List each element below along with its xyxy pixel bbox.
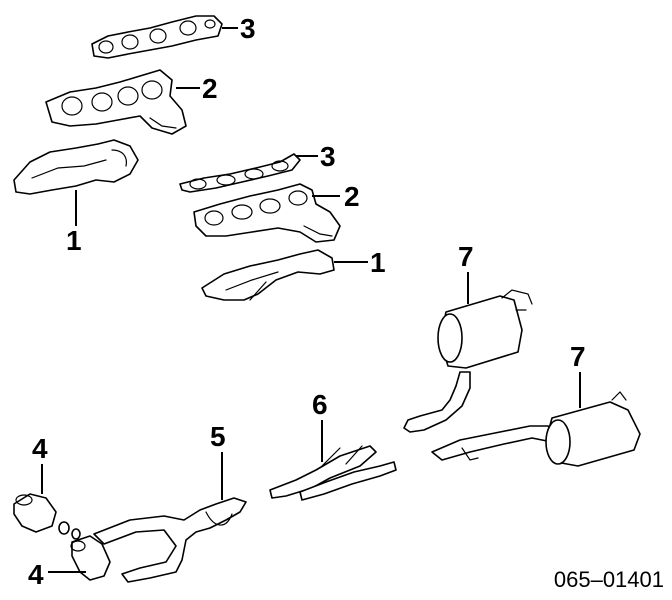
callout-4-lower: 4 bbox=[28, 559, 44, 590]
upper-catalytic-converter bbox=[13, 493, 81, 540]
callout-3-upper: 3 bbox=[240, 13, 256, 44]
upper-left-manifold-cover bbox=[45, 69, 187, 135]
right-gasket bbox=[179, 153, 301, 193]
center-pipe bbox=[269, 445, 397, 501]
callout-4-upper: 4 bbox=[32, 433, 48, 464]
rear-muffler bbox=[431, 391, 641, 467]
right-manifold bbox=[193, 183, 341, 243]
callout-7-rear: 7 bbox=[570, 341, 586, 372]
front-muffler bbox=[403, 289, 533, 433]
upper-left-gasket bbox=[91, 15, 223, 59]
callout-3-right: 3 bbox=[320, 141, 336, 172]
callout-1-upper: 1 bbox=[66, 225, 82, 256]
front-y-pipe bbox=[93, 497, 247, 583]
callout-7-front: 7 bbox=[458, 241, 474, 272]
callout-2-upper: 2 bbox=[202, 73, 218, 104]
callout-5: 5 bbox=[210, 421, 226, 452]
callout-6: 6 bbox=[312, 389, 328, 420]
callout-2-right: 2 bbox=[344, 181, 360, 212]
upper-left-manifold bbox=[13, 139, 139, 195]
diagram-number: 065–01401 bbox=[554, 567, 664, 592]
lower-catalytic-converter bbox=[70, 535, 111, 581]
callout-1-right: 1 bbox=[370, 247, 386, 278]
right-heat-shield bbox=[201, 249, 335, 301]
